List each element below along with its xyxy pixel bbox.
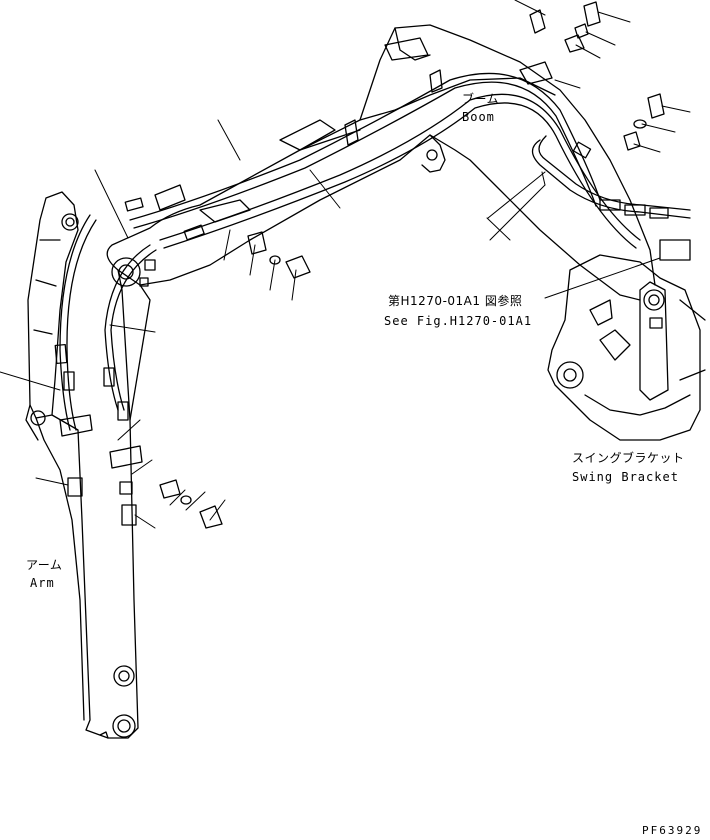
swing-bracket-structure bbox=[547, 254, 706, 441]
boom-structure bbox=[106, 24, 656, 421]
hydraulic-pipes bbox=[54, 72, 691, 431]
arm-structure bbox=[25, 191, 139, 739]
arm-label-jp: アーム bbox=[26, 558, 63, 572]
boom-label-en: Boom bbox=[462, 110, 495, 124]
swing-bracket-label-en: Swing Bracket bbox=[572, 470, 679, 484]
arm-label-en: Arm bbox=[30, 576, 55, 590]
document-id: PF63929 bbox=[642, 824, 703, 837]
leader-lines bbox=[0, 0, 691, 529]
loose-parts bbox=[67, 1, 665, 529]
boom-label-jp: ブーム bbox=[462, 92, 500, 106]
reference-label-jp: 第H1270-01A1 図参照 bbox=[388, 294, 523, 308]
clamps bbox=[59, 37, 663, 469]
swing-bracket-label-jp: スイングブラケット bbox=[572, 451, 685, 465]
reference-label-en: See Fig.H1270-01A1 bbox=[384, 314, 533, 328]
